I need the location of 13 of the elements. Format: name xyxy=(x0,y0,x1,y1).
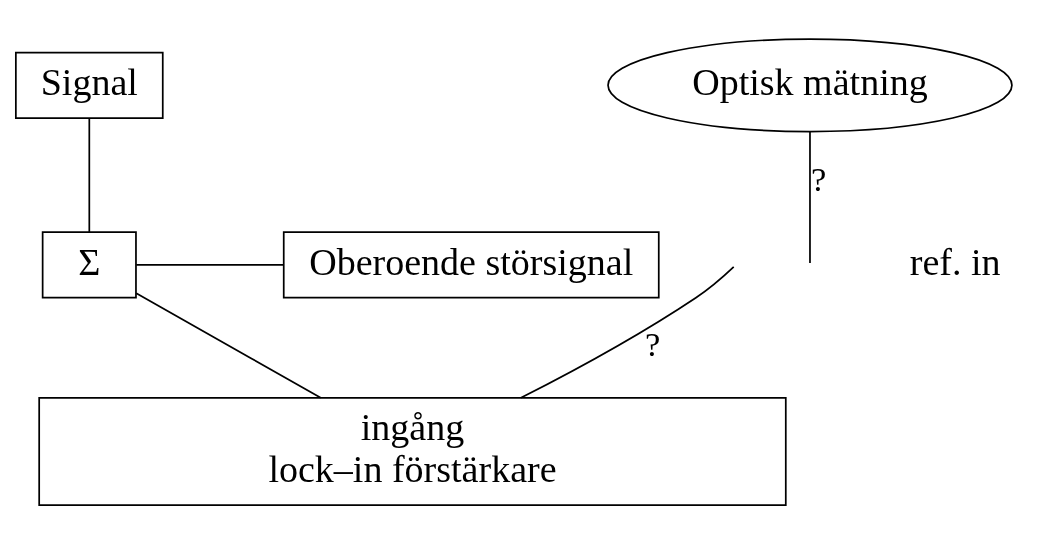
edge-label: ? xyxy=(810,159,827,198)
label: ref. in xyxy=(909,240,1001,283)
node-box: Oberoende störsignal xyxy=(282,231,660,299)
node-ellipse: Optisk mätning xyxy=(607,38,1013,133)
node-box: Σ xyxy=(41,231,137,299)
node-box: Signal xyxy=(15,51,164,120)
connector xyxy=(809,131,811,264)
connector xyxy=(135,292,322,399)
connector xyxy=(88,117,91,233)
edge-label: ? xyxy=(645,325,661,364)
connector xyxy=(520,265,735,399)
node-box: ingång lock–in förstärkare xyxy=(38,397,787,506)
connector xyxy=(135,264,285,266)
